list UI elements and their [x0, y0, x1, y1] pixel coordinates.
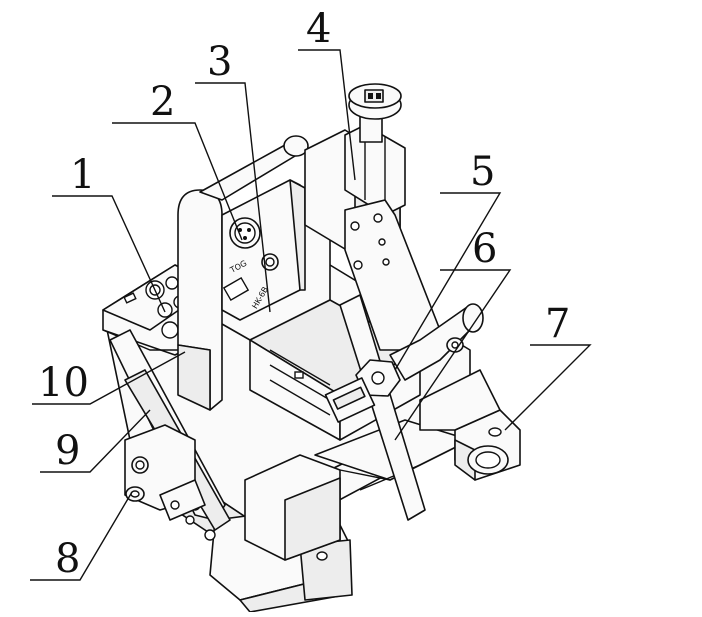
callout-10: 10	[38, 360, 89, 406]
callout-6: 6	[472, 226, 497, 272]
callout-5: 5	[470, 149, 495, 195]
callout-7: 7	[545, 301, 570, 347]
clamp-arm	[324, 199, 484, 521]
callout-9: 9	[55, 428, 80, 474]
front-panel: TOG HK-6B	[221, 179, 306, 321]
leader-lines	[30, 49, 592, 581]
callout-8: 8	[55, 536, 80, 582]
right-wheel-unit	[419, 369, 521, 481]
callout-2: 2	[150, 79, 175, 125]
left-lever	[109, 329, 231, 541]
callout-3: 3	[207, 39, 232, 85]
callout-labels: 1 2 3 4 5 6 7 8 9 10	[38, 6, 570, 582]
callout-1: 1	[70, 152, 95, 198]
callout-4: 4	[306, 6, 331, 52]
